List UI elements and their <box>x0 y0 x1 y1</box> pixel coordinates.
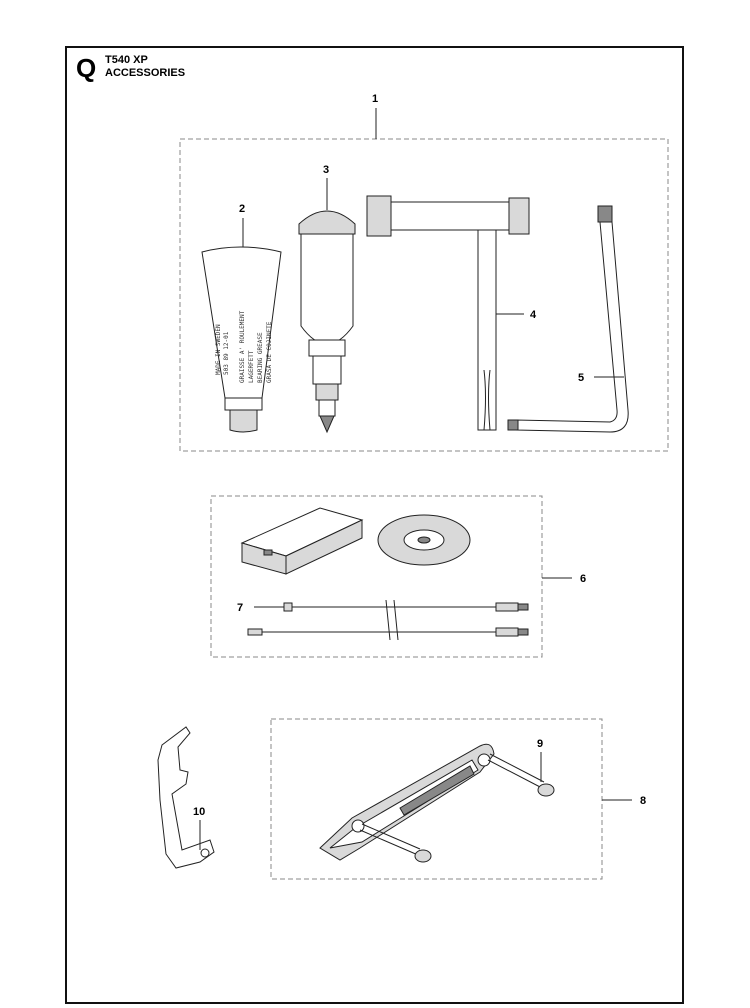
grease-tube: MADE IN SWEDEN 503 89 12-01 GRAISSE A' R… <box>201 246 282 433</box>
bumper-spike <box>157 726 215 869</box>
callout-10: 10 <box>193 806 205 818</box>
software-cd <box>377 514 471 566</box>
callout-2: 2 <box>239 203 245 215</box>
model-name: T540 XP <box>105 54 148 66</box>
svg-text:LAGERFETT: LAGERFETT <box>248 350 255 383</box>
callout-5: 5 <box>578 372 584 384</box>
diagram-frame <box>65 46 684 1004</box>
section-title: ACCESSORIES <box>105 67 186 79</box>
svg-text:BEARING GREASE: BEARING GREASE <box>257 332 264 383</box>
callout-6: 6 <box>580 573 586 585</box>
interface-cables <box>247 599 529 641</box>
service-interface-unit <box>240 507 364 575</box>
section-letter: Q <box>76 53 97 83</box>
torx-key <box>507 205 629 433</box>
svg-text:GRASA DE COJINETE: GRASA DE COJINETE <box>266 321 273 383</box>
group-6-box <box>210 495 543 658</box>
grease-gun <box>298 210 356 434</box>
group-1-box <box>179 138 669 452</box>
callout-3: 3 <box>323 164 329 176</box>
callout-9: 9 <box>537 738 543 750</box>
callout-7: 7 <box>237 602 243 614</box>
svg-text:GRAISSE A' ROULEMENT: GRAISSE A' ROULEMENT <box>239 310 246 383</box>
svg-text:MADE IN SWEDEN: MADE IN SWEDEN <box>215 324 222 375</box>
callout-4: 4 <box>530 309 537 321</box>
combination-wrench <box>366 195 530 431</box>
screw-1 <box>359 823 432 863</box>
callout-1: 1 <box>372 93 378 105</box>
group-8-box <box>270 718 603 880</box>
callout-8: 8 <box>640 795 646 807</box>
screw-2 <box>487 753 555 797</box>
chain-guide-plate <box>319 743 495 861</box>
svg-text:503 89 12-01: 503 89 12-01 <box>223 331 230 375</box>
